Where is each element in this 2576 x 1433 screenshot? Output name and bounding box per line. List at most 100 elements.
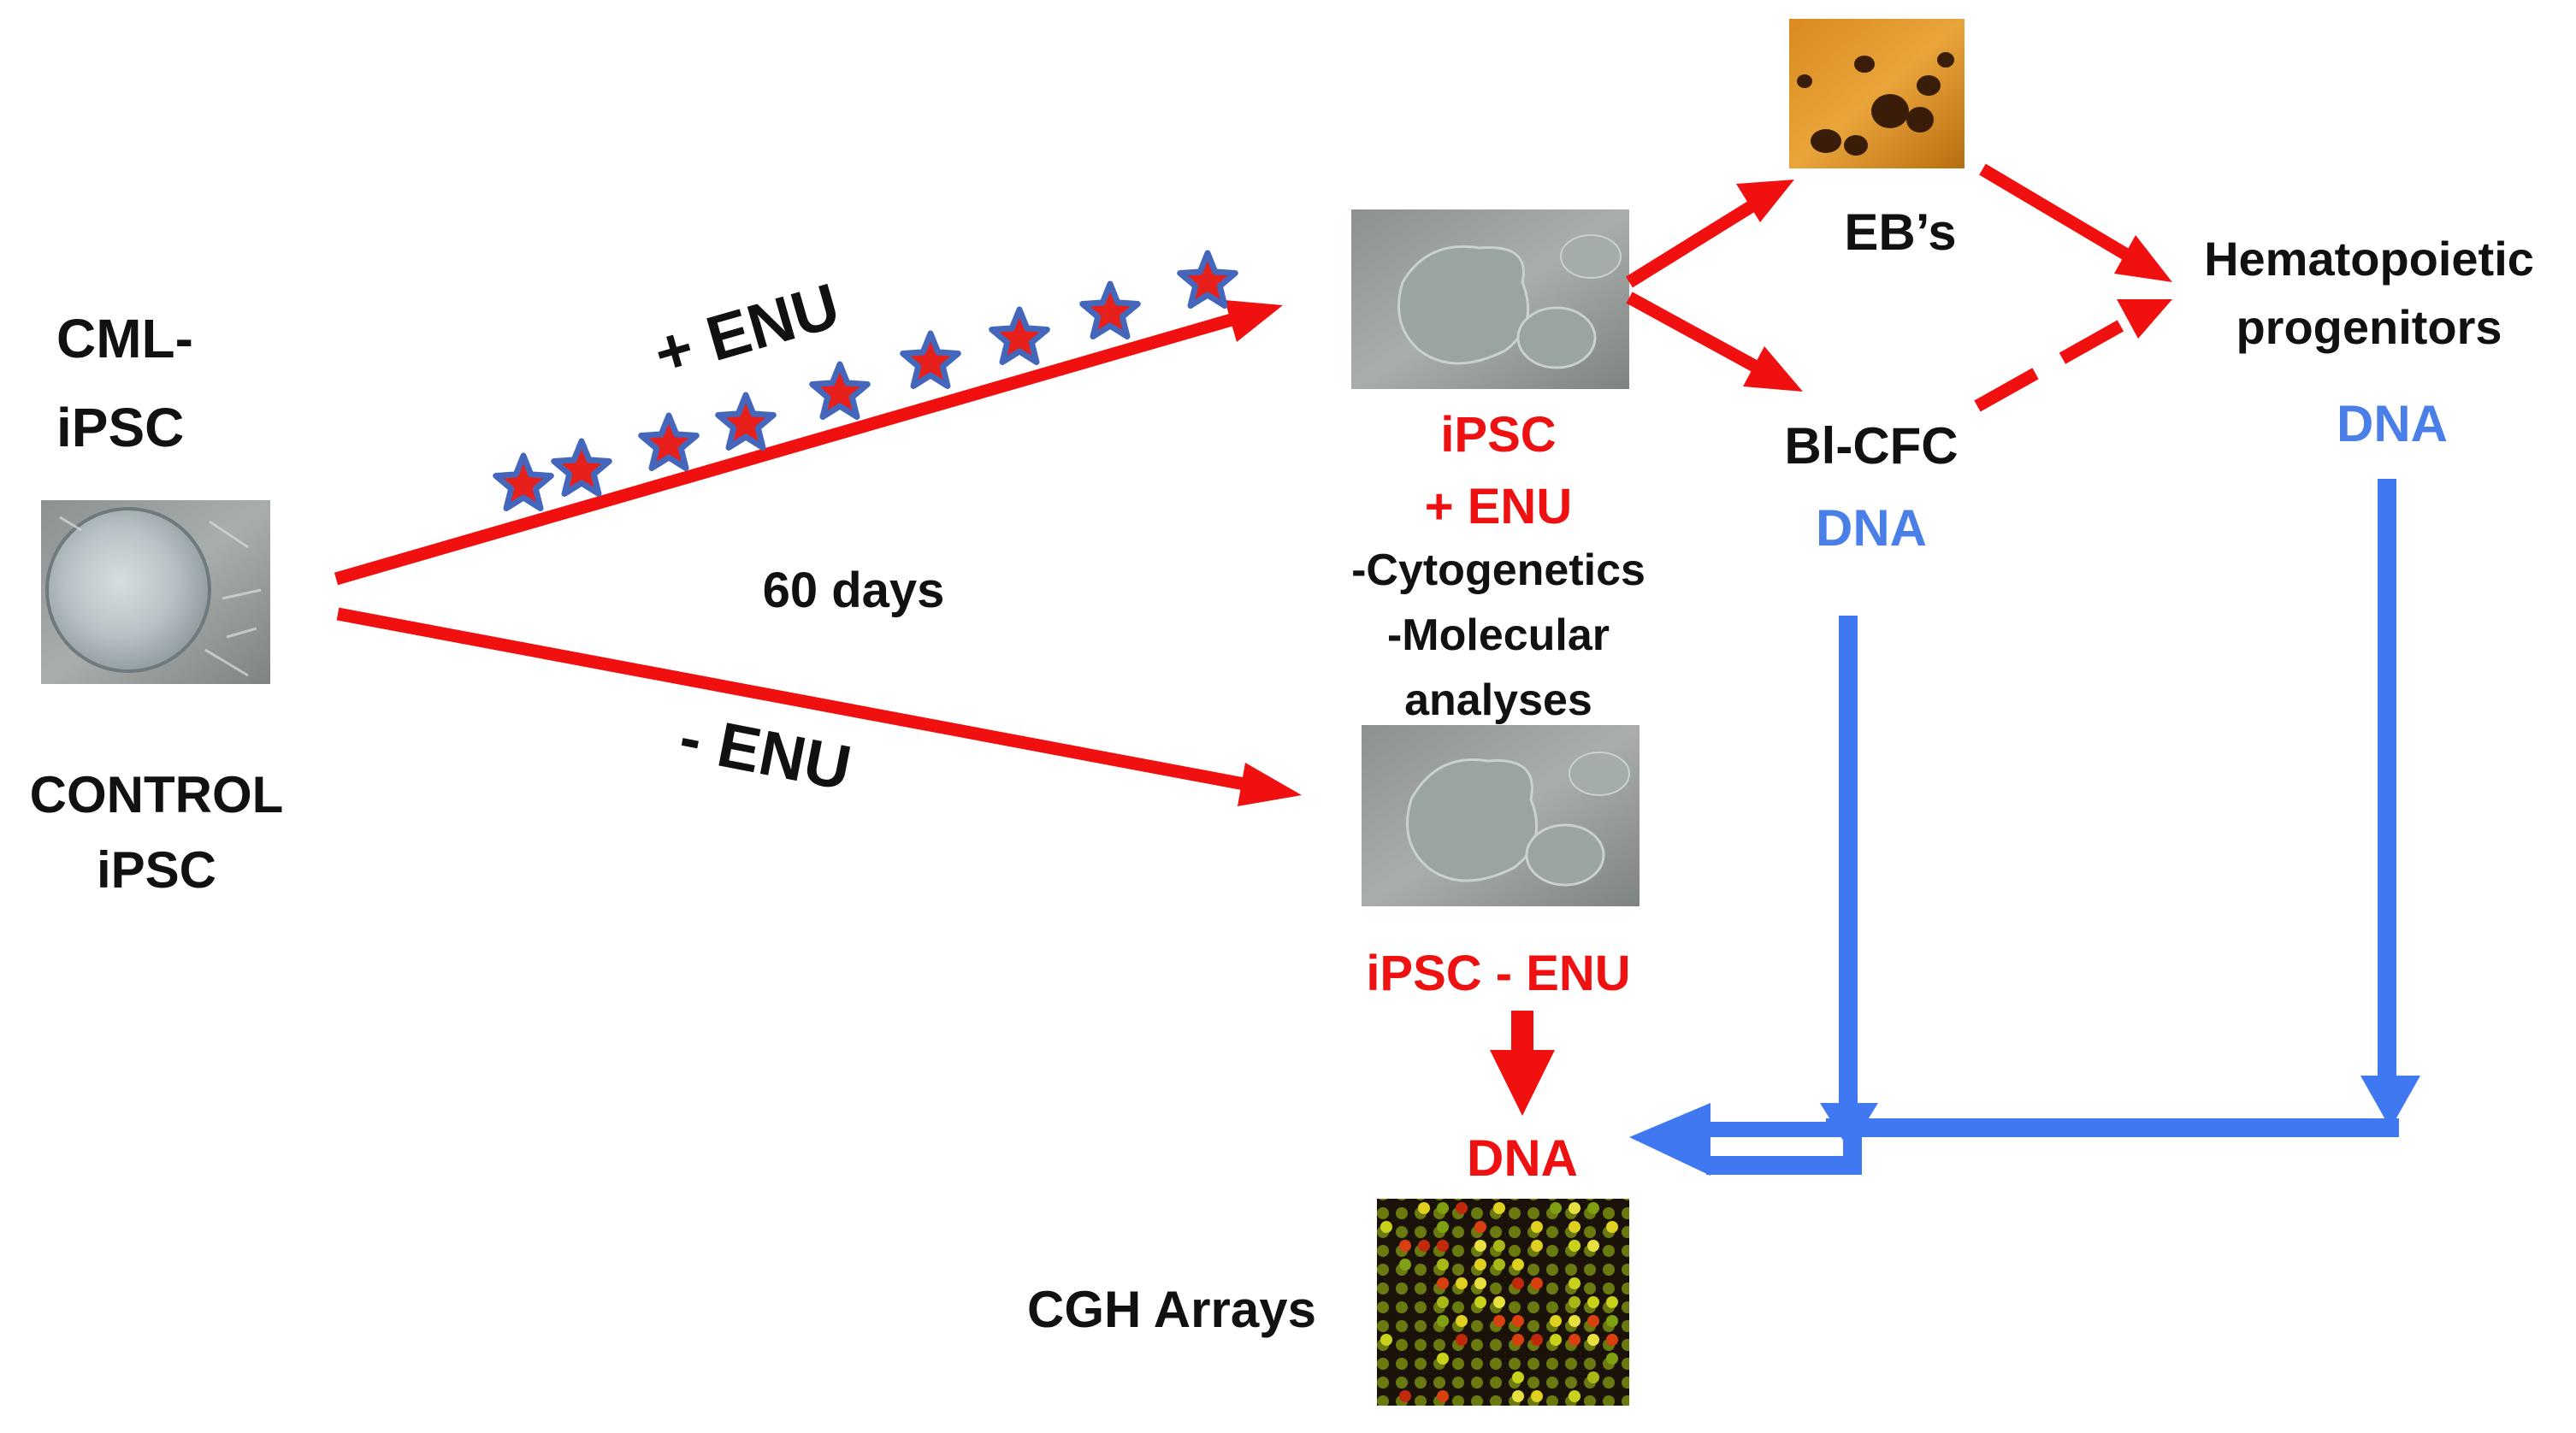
blue-merge-arrowhead <box>1629 1103 1835 1176</box>
array-spot <box>1437 1390 1449 1402</box>
cml-ipsc-label-1: CML- <box>56 308 193 369</box>
analysis-molecular: -Molecular <box>1387 610 1610 660</box>
array-spot <box>1569 1390 1580 1402</box>
cml-ipsc-label-2: iPSC <box>56 397 184 458</box>
duration-label: 60 days <box>763 563 945 618</box>
hematopoietic-label-2: progenitors <box>2236 300 2502 354</box>
array-spot <box>1437 1353 1449 1365</box>
array-spot <box>1587 1296 1599 1308</box>
array-spot <box>1587 1240 1599 1252</box>
array-spot <box>1437 1277 1449 1289</box>
array-spot <box>1531 1334 1543 1346</box>
array-spot <box>1493 1202 1505 1214</box>
array-spot <box>1569 1240 1580 1252</box>
enu-star <box>1079 280 1141 339</box>
array-spot <box>1380 1221 1392 1233</box>
control-ipsc-label-2: iPSC <box>97 841 216 899</box>
ipsc-minus-enu-title: iPSC - ENU <box>1366 946 1630 1001</box>
array-spot <box>1569 1315 1580 1327</box>
array-spot <box>1606 1353 1618 1365</box>
output-dna-label: DNA <box>1467 1129 1578 1187</box>
array-spot <box>1606 1334 1618 1346</box>
enu-star <box>715 392 777 451</box>
array-spot <box>1399 1259 1411 1271</box>
array-spot <box>1474 1259 1486 1271</box>
array-spot <box>1493 1315 1505 1327</box>
cgh-arrays-label: CGH Arrays <box>1027 1281 1316 1338</box>
hematopoietic-dna-label: DNA <box>2337 395 2448 452</box>
enu-star <box>638 412 700 471</box>
cml-ipsc-colony-image <box>41 500 270 684</box>
array-spot <box>1437 1202 1449 1214</box>
blcfc-dna-label: DNA <box>1816 499 1927 557</box>
array-spot <box>1456 1334 1468 1346</box>
ipsc-plus-enu-title-1: iPSC <box>1440 407 1556 463</box>
array-spot <box>1587 1202 1599 1214</box>
array-spot <box>1399 1390 1411 1402</box>
blue-arrow-hematopoietic-dna <box>1826 479 2420 1137</box>
array-spot <box>1456 1202 1468 1214</box>
ipsc-enu-image <box>1351 209 1629 389</box>
array-spot <box>1437 1221 1449 1233</box>
array-spot <box>1550 1315 1562 1327</box>
array-spot <box>1493 1259 1505 1271</box>
control-ipsc-label-1: CONTROL <box>30 766 284 823</box>
array-spot <box>1456 1277 1468 1289</box>
cgh-array-image <box>1377 1199 1629 1406</box>
arrow-to-blcfc <box>1626 292 1803 392</box>
array-spot <box>1569 1296 1580 1308</box>
arrow-eb-to-hematopoietic <box>1979 163 2172 282</box>
array-spot <box>1606 1315 1618 1327</box>
analysis-analyses: analyses <box>1404 675 1592 725</box>
array-spot <box>1587 1334 1599 1346</box>
array-spot <box>1437 1259 1449 1271</box>
array-spot <box>1512 1371 1524 1383</box>
array-spot <box>1474 1277 1486 1289</box>
eb-label: EB’s <box>1844 203 1956 261</box>
array-spot <box>1418 1240 1430 1252</box>
array-spot <box>1437 1315 1449 1327</box>
array-spot <box>1418 1202 1430 1214</box>
array-spot <box>1531 1277 1543 1289</box>
array-spot <box>1474 1296 1486 1308</box>
arrow-to-eb <box>1626 180 1794 288</box>
plus-enu-label: + ENU <box>647 269 847 389</box>
array-spot <box>1493 1240 1505 1252</box>
minus-enu-arrow <box>336 607 1302 806</box>
array-spot <box>1512 1277 1524 1289</box>
array-spot <box>1606 1221 1618 1233</box>
ipsc-control-image <box>1362 725 1640 906</box>
enu-star <box>493 452 554 511</box>
array-spot <box>1531 1221 1543 1233</box>
array-spot <box>1474 1240 1486 1252</box>
enu-mutagen-stars <box>493 250 1238 511</box>
array-spot <box>1512 1334 1524 1346</box>
plus-enu-arrow <box>334 300 1283 586</box>
array-spot <box>1437 1240 1449 1252</box>
array-spot <box>1569 1334 1580 1346</box>
minus-enu-label: - ENU <box>674 701 857 804</box>
arrow-ipsc-enu-to-dna <box>1490 1011 1555 1116</box>
enu-star <box>900 330 961 389</box>
enu-star <box>809 361 871 420</box>
ipsc-plus-enu-title-2: + ENU <box>1425 479 1572 534</box>
enu-star <box>551 438 612 497</box>
array-spot <box>1399 1240 1411 1252</box>
embryoid-bodies-image <box>1789 19 1964 168</box>
array-spot <box>1512 1315 1524 1327</box>
array-spot <box>1550 1202 1562 1214</box>
array-spot <box>1531 1390 1543 1402</box>
array-spot <box>1474 1221 1486 1233</box>
array-spot <box>1606 1296 1618 1308</box>
array-spot <box>1569 1277 1580 1289</box>
analysis-cytogenetics: -Cytogenetics <box>1351 545 1645 595</box>
array-spot <box>1569 1202 1580 1214</box>
hematopoietic-label-1: Hematopoietic <box>2204 232 2534 286</box>
blcfc-label: Bl-CFC <box>1784 417 1958 475</box>
array-spot <box>1587 1315 1599 1327</box>
dashed-arrow-blcfc-to-hematopoietic <box>1974 299 2172 412</box>
array-spot <box>1493 1296 1505 1308</box>
array-spot <box>1380 1334 1392 1346</box>
array-spot <box>1512 1259 1524 1271</box>
